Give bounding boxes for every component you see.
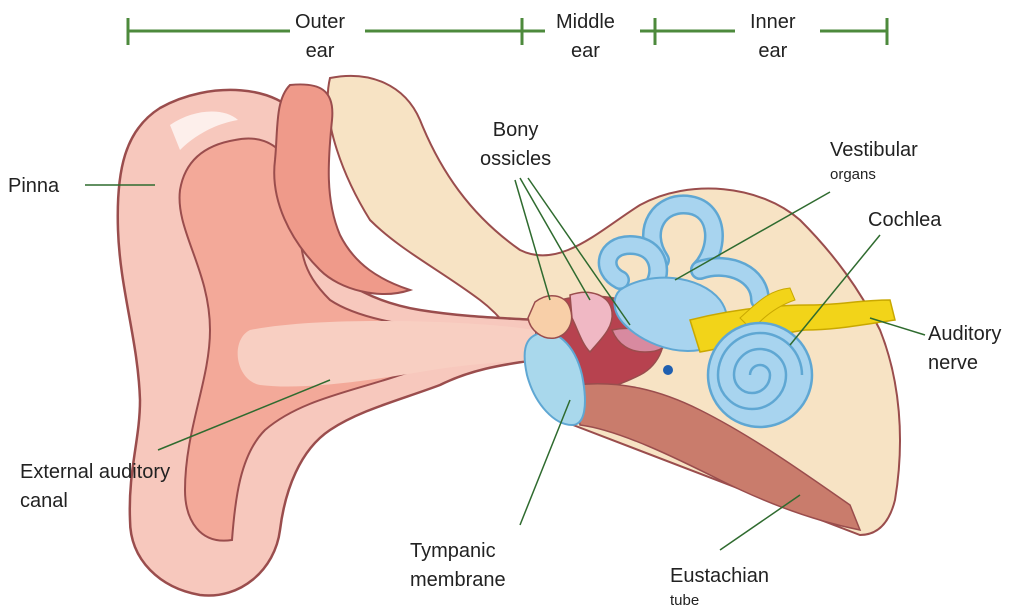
- pinna-label-text: Pinna: [8, 172, 59, 201]
- bony-ossicles-line1: Bony: [480, 116, 551, 145]
- middle-ear-label-line2: ear: [556, 37, 615, 66]
- canal-line2: canal: [20, 487, 170, 516]
- inner-ear-label-line2: ear: [750, 37, 796, 66]
- vestibular-line1: Vestibular: [830, 136, 918, 165]
- cochlea-label-text: Cochlea: [868, 206, 941, 235]
- tympanic-membrane-label: Tympanic membrane: [410, 537, 506, 595]
- outer-ear-label: Outer ear: [295, 8, 345, 66]
- eustachian-line2: tube: [670, 591, 769, 611]
- tympanic-line2: membrane: [410, 566, 506, 595]
- middle-ear-label-line1: Middle: [556, 8, 615, 37]
- outer-ear-label-line1: Outer: [295, 8, 345, 37]
- tympanic-line1: Tympanic: [410, 537, 506, 566]
- inner-ear-label: Inner ear: [750, 8, 796, 66]
- bony-ossicles-line2: ossicles: [480, 145, 551, 174]
- round-window: [663, 365, 673, 375]
- eustachian-line1: Eustachian: [670, 562, 769, 591]
- auditory-nerve-label: Auditory nerve: [928, 320, 1001, 378]
- eustachian-leader: [720, 495, 800, 550]
- pinna-label: Pinna: [8, 172, 59, 201]
- middle-ear-label: Middle ear: [556, 8, 615, 66]
- auditory-nerve-line1: Auditory: [928, 320, 1001, 349]
- eustachian-tube-label: Eustachian tube: [670, 562, 769, 611]
- outer-ear-label-line2: ear: [295, 37, 345, 66]
- bony-ossicles-label: Bony ossicles: [480, 116, 551, 174]
- vestibular-organs-label: Vestibular organs: [830, 136, 918, 185]
- cochlea-label: Cochlea: [868, 206, 941, 235]
- cochlea-shape: [708, 323, 812, 427]
- external-auditory-canal-label: External auditory canal: [20, 458, 170, 516]
- auditory-nerve-line2: nerve: [928, 349, 1001, 378]
- vestibular-line2: organs: [830, 165, 918, 185]
- ear-canal: [238, 321, 535, 387]
- inner-ear-label-line1: Inner: [750, 8, 796, 37]
- tympanic-leader: [520, 400, 570, 525]
- canal-line1: External auditory: [20, 458, 170, 487]
